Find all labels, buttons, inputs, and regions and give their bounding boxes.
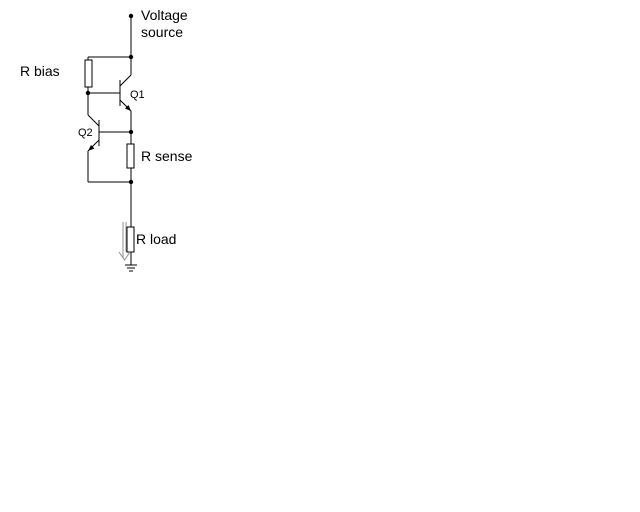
- r-sense-label: R sense: [141, 148, 193, 164]
- r-sense-resistor: [126, 143, 135, 169]
- voltage-source-label-line2: source: [141, 24, 183, 40]
- r-bias-resistor: [84, 59, 93, 88]
- q1-collector: [119, 74, 132, 87]
- q2-transistor: Q2: [78, 93, 131, 182]
- voltage-source-label-line1: Voltage: [141, 7, 188, 23]
- q1-label: Q1: [130, 89, 145, 101]
- q2-emitter-arrow: [88, 145, 95, 151]
- r-load-resistor: [126, 226, 135, 253]
- q1-transistor: Q1: [88, 57, 145, 132]
- q2-collector: [87, 114, 100, 127]
- q1-emitter-arrow: [125, 105, 131, 111]
- r-load-label: R load: [136, 231, 176, 247]
- r-bias-label: R bias: [20, 63, 60, 79]
- current-arrow: [118, 222, 131, 261]
- ground-icon: [125, 264, 137, 272]
- q2-label: Q2: [78, 127, 93, 139]
